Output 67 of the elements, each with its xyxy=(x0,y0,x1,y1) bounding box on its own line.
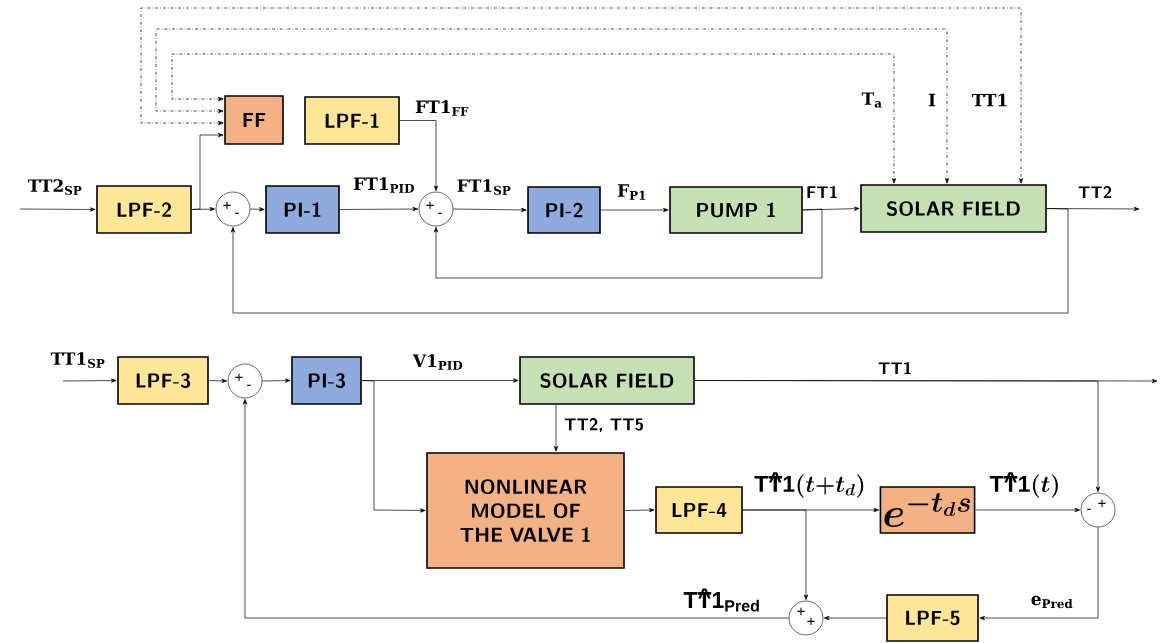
process-box: PI-3 xyxy=(291,356,362,405)
arrow xyxy=(975,507,1080,513)
edge-label: TT2$_{SP}$ xyxy=(26,178,84,196)
edge-label: $\mathrm{T\hat{T}1}(t{+}t_{d})$ xyxy=(753,471,867,499)
arrow xyxy=(230,208,1069,314)
arrow xyxy=(261,378,291,383)
edge-label: T$_{a}$ xyxy=(860,91,884,109)
edge-label: TT1 xyxy=(876,360,914,376)
process-box: FF xyxy=(224,95,284,145)
arrow xyxy=(1046,206,1140,212)
arrow xyxy=(624,508,655,513)
edge-label: e$_{Pred}$ xyxy=(1029,594,1075,610)
process-box: LPF-3 xyxy=(117,356,209,405)
arrow xyxy=(242,399,790,619)
arrow xyxy=(339,206,419,212)
sign: + xyxy=(223,201,231,209)
arrow xyxy=(979,526,1099,621)
sign: - xyxy=(438,212,442,214)
process-box: PI-2 xyxy=(527,186,601,234)
arrow xyxy=(694,380,1101,493)
process-box: LPF-2 xyxy=(96,185,192,234)
arrow xyxy=(191,132,224,210)
sign: - xyxy=(1087,508,1091,510)
process-box: PUMP 1 xyxy=(669,186,803,234)
sign: + xyxy=(797,607,805,615)
arrow xyxy=(824,615,887,621)
sign: + xyxy=(235,373,243,381)
process-box: LPF-4 xyxy=(655,486,743,534)
edge-label: FT1 xyxy=(804,184,840,200)
arrow xyxy=(399,120,439,191)
edge-label: F$_{P1}$ xyxy=(616,183,648,201)
edge-label: TT1 xyxy=(970,92,1010,108)
edge-label: FT1$_{FF}$ xyxy=(414,99,470,117)
arrow xyxy=(171,53,897,184)
process-box: LPF-1 xyxy=(304,96,400,145)
sign: + xyxy=(1098,499,1106,507)
arrow xyxy=(155,28,950,184)
sign: + xyxy=(807,617,815,625)
process-box: SOLAR FIELD xyxy=(860,184,1047,233)
arrow xyxy=(553,404,559,452)
edge-label: $\mathrm{T\hat{T}1}(t)$ xyxy=(988,471,1062,499)
edge-label: FT1$_{PID}$ xyxy=(352,176,416,194)
process-box: PI-1 xyxy=(265,185,340,234)
edge-label: TT2 xyxy=(1076,184,1114,200)
edge-label: TT1$_{SP}$ xyxy=(49,351,107,369)
process-box: SOLAR FIELD xyxy=(519,356,695,405)
edge-label: FT1$_{SP}$ xyxy=(455,178,513,196)
arrow xyxy=(62,378,117,383)
sign: - xyxy=(235,212,239,214)
arrow xyxy=(208,378,227,383)
arrow xyxy=(452,207,527,212)
sign: + xyxy=(426,201,434,209)
arrow xyxy=(19,207,96,212)
arrow xyxy=(140,7,1024,184)
process-box: $e^{-t_{d}s}$ xyxy=(879,486,976,534)
arrow xyxy=(742,509,809,600)
edge-label: V1$_{PID}$ xyxy=(411,353,465,371)
edge-label: $\mathrm{T\hat{T}1}_{\mathrm{Pred}}$ xyxy=(682,587,762,613)
arrow xyxy=(433,208,823,279)
edge-label: I xyxy=(927,92,937,108)
edge-label: TT2, TT5 xyxy=(563,417,645,433)
process-box: NONLINEAR MODEL OF THE VALVE 1 xyxy=(426,452,625,569)
process-box: LPF-5 xyxy=(886,594,979,642)
sign: - xyxy=(247,384,251,386)
arrow xyxy=(249,207,265,212)
arrow xyxy=(361,380,426,513)
arrow xyxy=(600,207,669,213)
